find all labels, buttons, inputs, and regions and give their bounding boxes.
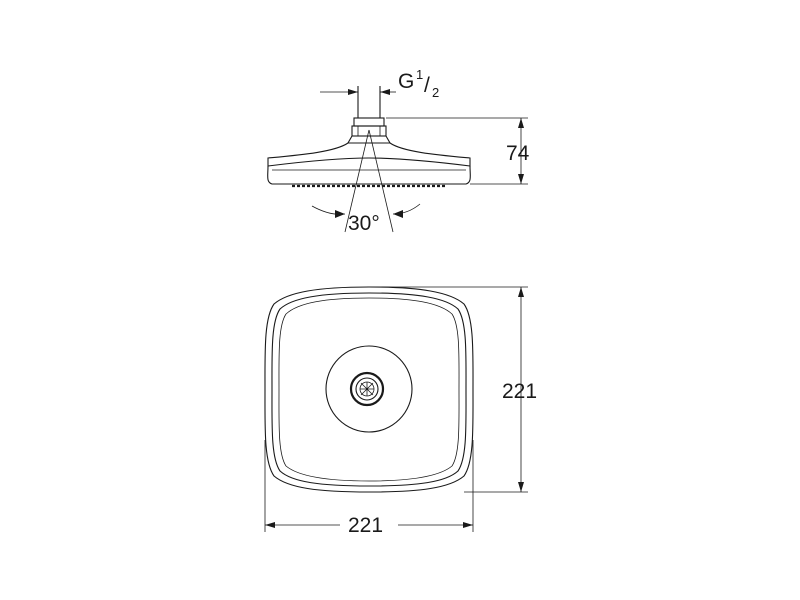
centre-connector bbox=[325, 345, 413, 433]
shower-head-top bbox=[264, 286, 474, 493]
thread-denominator: 2 bbox=[432, 85, 439, 100]
top-view: 221 221 bbox=[264, 286, 537, 537]
width-dimension-221: 221 bbox=[264, 440, 474, 537]
thread-slash: / bbox=[424, 74, 430, 97]
thread-label: G bbox=[398, 70, 414, 93]
thread-dimension: G 1 / 2 bbox=[320, 67, 439, 100]
thread-numerator: 1 bbox=[416, 67, 423, 82]
shower-head-side bbox=[267, 142, 471, 188]
width-value-221: 221 bbox=[348, 514, 383, 537]
height-value-221: 221 bbox=[502, 380, 537, 403]
height-dimension-221: 221 bbox=[369, 286, 537, 493]
height-value-74: 74 bbox=[506, 142, 530, 165]
height-dimension-74: 74 bbox=[386, 117, 530, 185]
side-view: G 1 / 2 74 30° bbox=[267, 67, 530, 235]
pipe-connector bbox=[347, 86, 391, 144]
angle-label: 30° bbox=[348, 212, 380, 235]
angle-dimension: 30° bbox=[311, 129, 421, 235]
